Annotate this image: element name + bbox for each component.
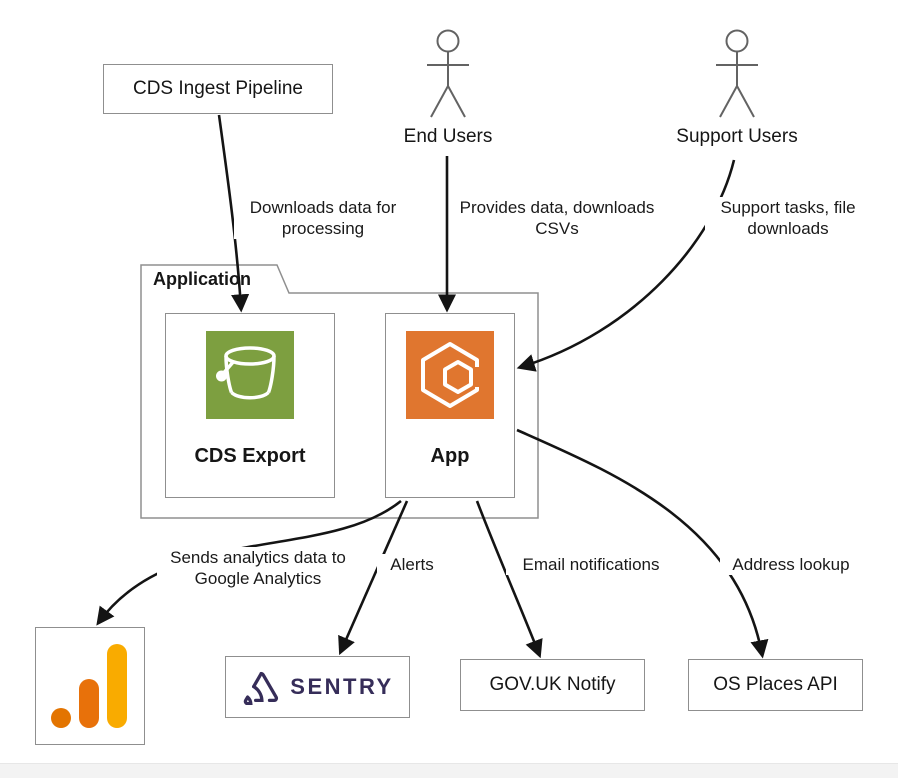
edge-label-alerts: Alerts bbox=[377, 554, 447, 575]
cds-export-label: CDS Export bbox=[194, 445, 306, 467]
page-bottom-strip bbox=[0, 763, 898, 778]
edge-app-to-osplaces bbox=[516, 428, 769, 659]
edge-label-address-lookup: Address lookup bbox=[720, 554, 862, 575]
node-cds-export: CDS Export bbox=[165, 313, 335, 498]
aws-s3-bucket-icon bbox=[206, 331, 294, 419]
support-users-label: Support Users bbox=[676, 126, 798, 147]
node-cds-ingest-pipeline: CDS Ingest Pipeline bbox=[103, 64, 333, 114]
app-label: App bbox=[430, 445, 470, 467]
edge-label-downloads-data: Downloads data for processing bbox=[234, 197, 412, 239]
os-places-api-label: OS Places API bbox=[713, 674, 838, 695]
edge-label-sends-analytics: Sends analytics data to Google Analytics bbox=[157, 547, 359, 589]
node-os-places-api: OS Places API bbox=[688, 659, 863, 711]
cds-ingest-pipeline-label: CDS Ingest Pipeline bbox=[132, 78, 304, 99]
application-container-label: Application bbox=[153, 269, 251, 289]
govuk-notify-label: GOV.UK Notify bbox=[489, 674, 616, 695]
node-google-analytics bbox=[35, 627, 145, 745]
edge-label-provides-data: Provides data, downloads CSVs bbox=[449, 197, 665, 239]
edge-app-to-analytics bbox=[96, 499, 402, 626]
sentry-label: SENTRY bbox=[290, 674, 394, 699]
edge-label-email-notifications: Email notifications bbox=[506, 554, 676, 575]
support-users-actor-icon bbox=[716, 29, 758, 118]
edge-app-to-sentry bbox=[338, 500, 409, 656]
sentry-logo-icon bbox=[244, 671, 279, 705]
end-users-actor-icon bbox=[427, 29, 469, 118]
edge-label-support-tasks: Support tasks, file downloads bbox=[705, 197, 871, 239]
node-govuk-notify: GOV.UK Notify bbox=[460, 659, 645, 711]
end-users-label: End Users bbox=[403, 126, 493, 147]
edge-ingest-to-export bbox=[217, 114, 250, 313]
node-app: App bbox=[385, 313, 515, 498]
google-analytics-icon bbox=[51, 644, 127, 728]
aws-ecs-container-icon bbox=[406, 331, 494, 419]
edge-support-to-app bbox=[516, 159, 736, 372]
edge-app-to-notify bbox=[475, 500, 543, 659]
node-sentry: SENTRY bbox=[225, 656, 410, 718]
